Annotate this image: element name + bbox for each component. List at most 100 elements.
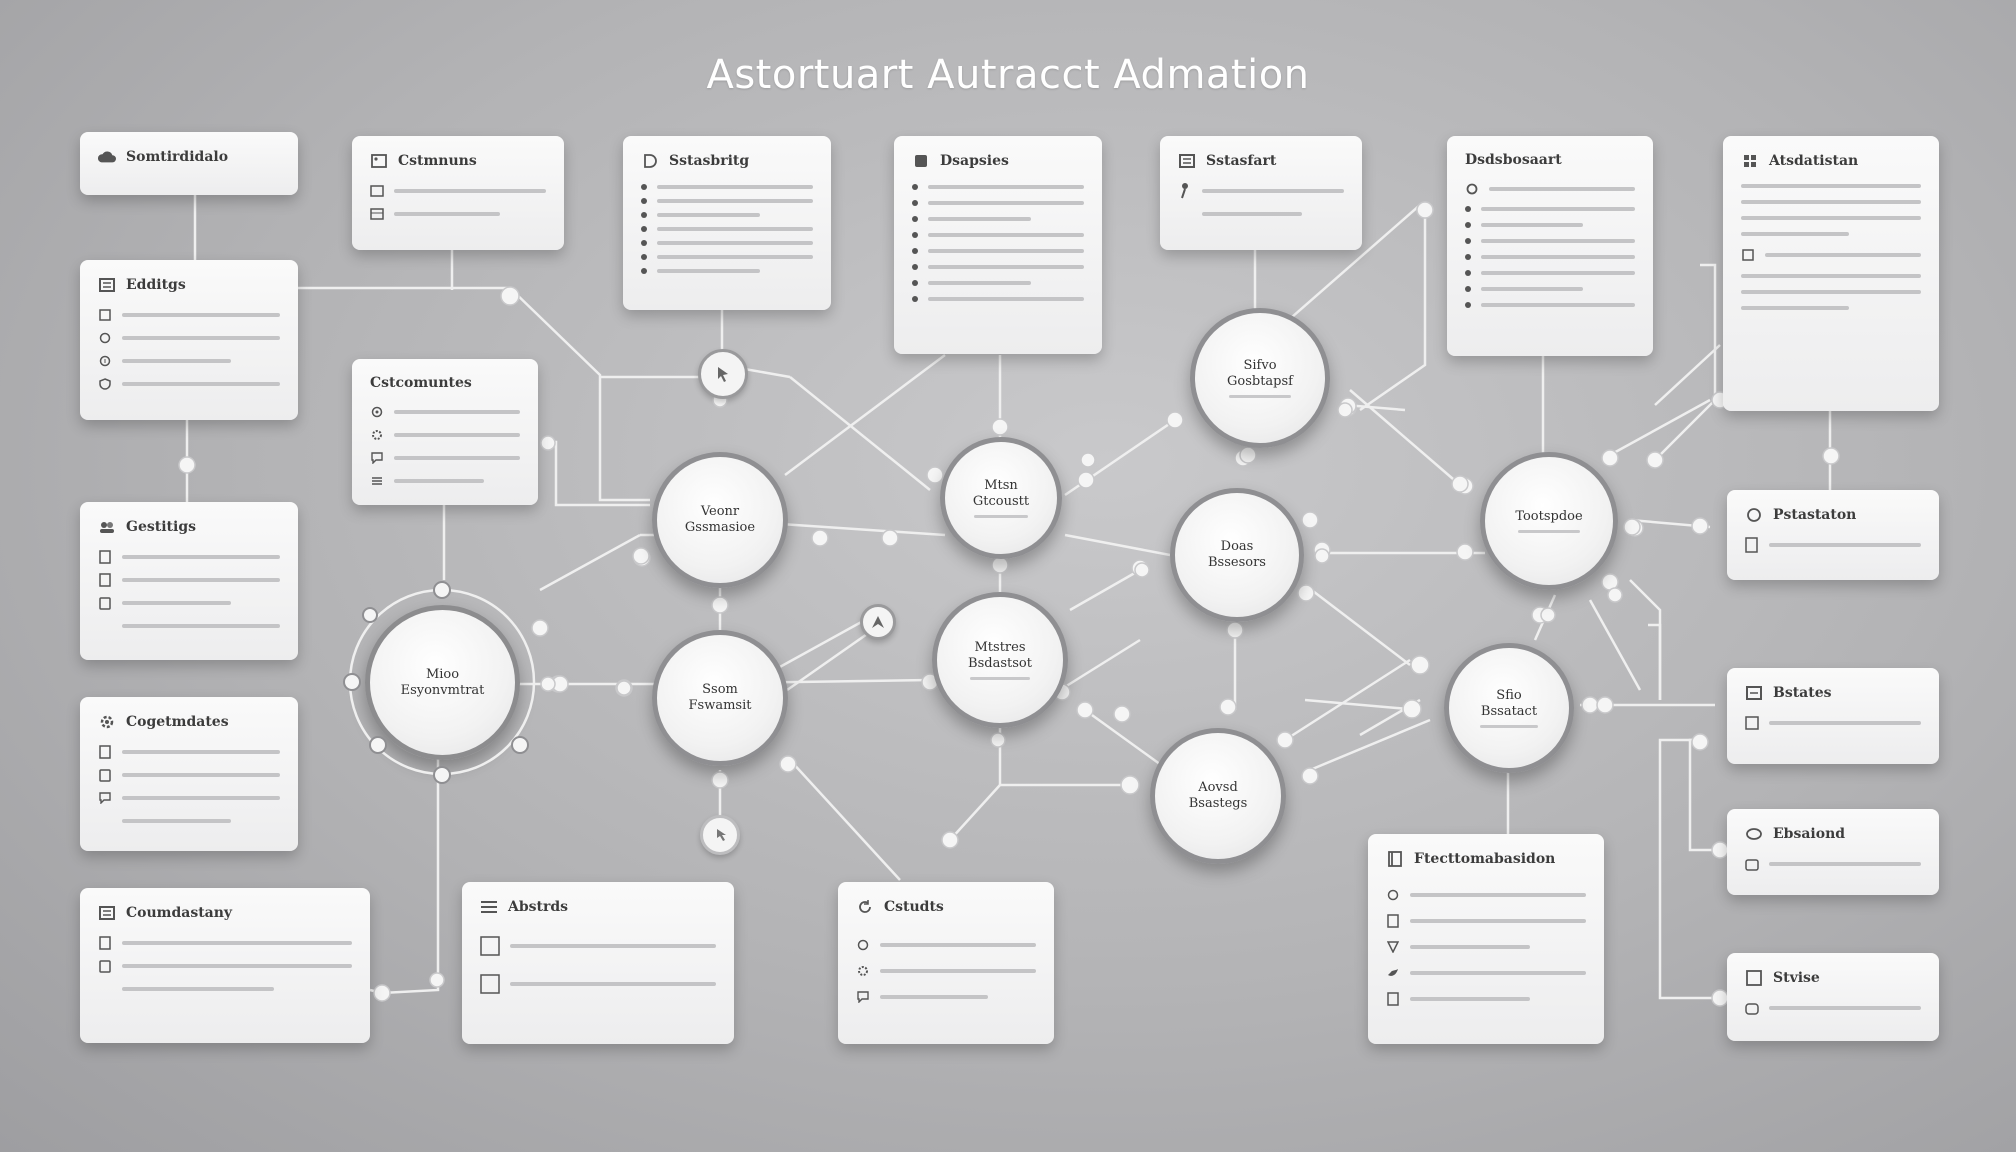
hub-veonr[interactable]: Veonr Gssmasioe [652, 452, 788, 588]
card-dsapsies[interactable]: Dsapsies [894, 136, 1102, 354]
hub-mioo-orbit [343, 581, 536, 784]
card-label: Edditgs [126, 277, 186, 293]
small-node-arrow[interactable] [860, 604, 896, 640]
card-gestitigs[interactable]: Gestitigs [80, 502, 298, 660]
bullet-icon [1465, 222, 1471, 228]
bullet-icon [641, 184, 647, 190]
circle-icon [1745, 825, 1763, 843]
card-sstasfart[interactable]: Sstasfart [1160, 136, 1362, 250]
small-node-pointer[interactable] [700, 815, 740, 855]
grid-icon [1741, 248, 1755, 262]
settings-icon [370, 428, 384, 442]
card-label: Somtirdidalo [126, 149, 229, 165]
list-icon [1178, 152, 1196, 170]
cursor-icon [718, 367, 728, 382]
settings-icon [856, 964, 870, 978]
hub-sfio[interactable]: Sfio Bssatact [1444, 643, 1574, 773]
square-icon [1745, 716, 1759, 730]
chat-icon [98, 791, 112, 805]
card-label: Sstasfart [1206, 153, 1277, 169]
list-icon [370, 474, 384, 488]
hub-mtstres[interactable]: Mtstres Bsdastsot [932, 592, 1068, 728]
image-icon [370, 152, 388, 170]
target-icon [856, 938, 870, 952]
card-somtirdidalo[interactable]: Somtirdidalo [80, 132, 298, 195]
bullet-icon [641, 254, 647, 260]
doc-icon [1745, 537, 1759, 553]
card-ftecttomabasidon[interactable]: Ftecttomabasidon [1368, 834, 1604, 1044]
card-label: Atsdatistan [1769, 153, 1859, 169]
square-icon [98, 308, 112, 322]
card-sstasbritg[interactable]: Sstasbritg [623, 136, 831, 310]
target-icon [370, 405, 384, 419]
bullet-icon [912, 296, 918, 302]
gear-icon [98, 713, 116, 731]
hub-mtsn[interactable]: Mtsn Gtcoustt [940, 437, 1062, 559]
card-label: Cstmnuns [398, 153, 477, 169]
hub-aovsd[interactable]: Aovsd Bsastegs [1150, 728, 1286, 864]
bullet-icon [641, 198, 647, 204]
card-label: Dsapsies [940, 153, 1009, 169]
bullet-icon [912, 280, 918, 286]
card-label: Stvise [1773, 970, 1820, 986]
filter-icon [1386, 940, 1400, 954]
bird-icon [1386, 966, 1400, 980]
card-abstrds[interactable]: Abstrds [462, 882, 734, 1044]
card-atsdatistan[interactable]: Atsdatistan [1723, 136, 1939, 411]
card-label: Cstcomuntes [370, 375, 472, 391]
card-label: Gestitigs [126, 519, 196, 535]
card-label: Abstrds [508, 899, 569, 915]
card-dsdsbosaart[interactable]: Dsdsbosaart [1447, 136, 1653, 356]
doc-icon [1386, 992, 1400, 1006]
card-cstudts[interactable]: Cstudts [838, 882, 1054, 1044]
hub-doas[interactable]: Doas Bssesors [1170, 488, 1304, 622]
hub-sifvo[interactable]: Sifvo Gosbtapsf [1190, 308, 1330, 448]
hub-tootspdoe[interactable]: Tootspdoe [1480, 452, 1618, 590]
hub-ssom[interactable]: Ssom Fswamsit [652, 630, 788, 766]
hub-mioo[interactable]: Mioo Esyonvmtrat [365, 605, 520, 760]
grid-icon [1741, 152, 1759, 170]
bullet-icon [912, 216, 918, 222]
card-cstmnuns[interactable]: Cstmnuns [352, 136, 564, 250]
card-cogetmdates[interactable]: Cogetmdates [80, 697, 298, 851]
card-label: Coumdastany [126, 905, 233, 921]
bullet-icon [912, 232, 918, 238]
bullet-icon [912, 264, 918, 270]
list-icon [98, 904, 116, 922]
square-icon [1745, 969, 1763, 987]
diagram-title: Astortuart Autracct Admation [706, 52, 1310, 98]
card-ebsaiond[interactable]: Ebsaiond [1727, 809, 1939, 895]
card-edditgs[interactable]: Edditgs [80, 260, 298, 420]
chat-icon [856, 990, 870, 1004]
sync-icon [1386, 888, 1400, 902]
card-label: Ebsaiond [1773, 826, 1846, 842]
bullet-icon [1465, 270, 1471, 276]
bullet-icon [1465, 286, 1471, 292]
card-bstates[interactable]: Bstates [1727, 668, 1939, 764]
small-node-cursor[interactable] [698, 349, 748, 399]
bullet-icon [1465, 206, 1471, 212]
clipboard-icon [98, 768, 112, 782]
square-icon [480, 936, 500, 956]
cloud-icon [98, 148, 116, 166]
users-icon [98, 518, 116, 536]
bullet-icon [1465, 254, 1471, 260]
card-label: Cstudts [884, 899, 944, 915]
box-icon [370, 207, 384, 221]
bullet-icon [1465, 238, 1471, 244]
chat-icon [370, 451, 384, 465]
card-coumdastany[interactable]: Coumdastany [80, 888, 370, 1043]
bullet-icon [641, 268, 647, 274]
card-cstcomuntes[interactable]: Cstcomuntes [352, 359, 538, 505]
card-stvise[interactable]: Stvise [1727, 953, 1939, 1041]
card-label: Dsdsbosaart [1465, 152, 1562, 168]
card-pstastaton[interactable]: Pstastaton [1727, 490, 1939, 580]
list-icon [480, 898, 498, 916]
card-label: Cogetmdates [126, 714, 229, 730]
target-icon [1465, 182, 1479, 196]
doc-icon [98, 550, 112, 564]
doc-icon [1386, 914, 1400, 928]
card-label: Sstasbritg [669, 153, 750, 169]
list-icon [98, 276, 116, 294]
